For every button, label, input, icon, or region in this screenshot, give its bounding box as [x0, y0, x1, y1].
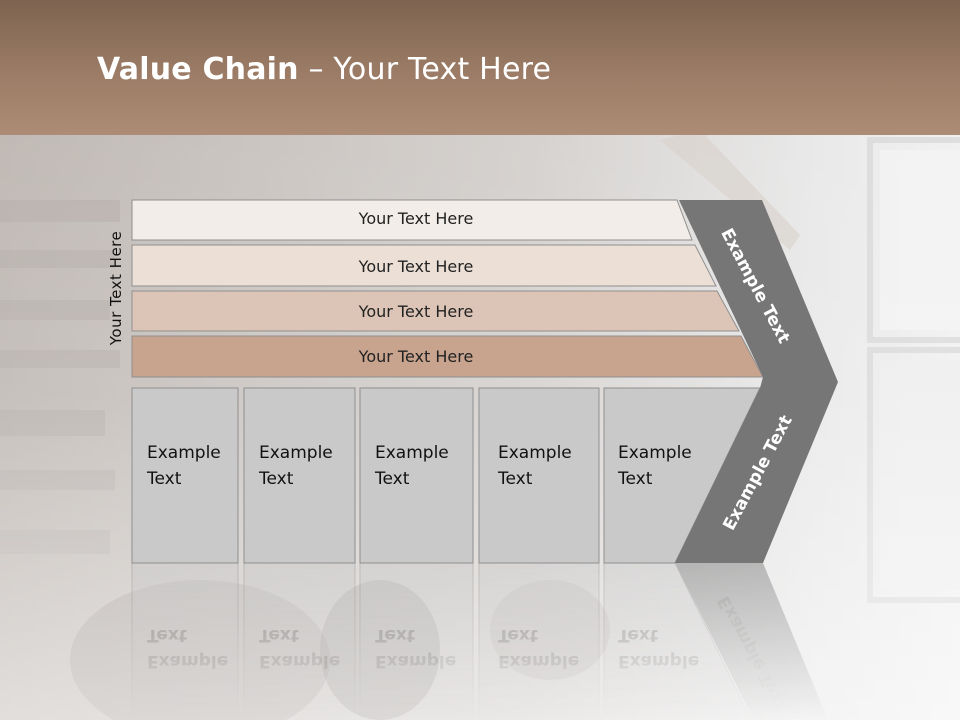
- reflection-box: [243, 562, 356, 720]
- activity-box-line1: Example: [498, 443, 572, 463]
- activity-box-line1: Example: [147, 443, 221, 463]
- reflection-text: Text: [618, 625, 658, 645]
- support-bar: Your Text Here: [131, 335, 764, 378]
- activity-box: Example Text: [603, 387, 761, 564]
- reflection-text: Text: [259, 625, 299, 645]
- reflection-text: Text: [147, 625, 187, 645]
- support-bar: Your Text Here: [131, 199, 693, 241]
- activity-box: Example Text: [478, 387, 600, 564]
- support-bar-label: Your Text Here: [358, 302, 474, 321]
- support-bar-label: Your Text Here: [358, 209, 474, 228]
- activity-box-line1: Example: [618, 443, 692, 463]
- activity-box-line1: Example: [259, 443, 333, 463]
- activity-box-line2: Text: [258, 469, 294, 489]
- reflection-text: Example: [618, 651, 699, 671]
- support-bar-label: Your Text Here: [358, 257, 474, 276]
- support-bar: Your Text Here: [131, 290, 740, 332]
- activity-box-shape: [359, 387, 474, 564]
- support-bar-shape: [131, 290, 740, 332]
- reflection-text: Text: [498, 625, 538, 645]
- reflection-text: Text: [375, 625, 415, 645]
- support-bar-shape: [131, 199, 693, 241]
- reflection-chevron: [675, 563, 829, 720]
- reflection-text: Example: [147, 651, 228, 671]
- activity-box: Example Text: [359, 387, 474, 564]
- reflection-text: Example: [259, 651, 340, 671]
- title-bold: Value Chain: [97, 52, 299, 87]
- activity-box-line1: Example: [375, 443, 449, 463]
- title-rest: – Your Text Here: [298, 52, 552, 87]
- activity-box-line2: Text: [617, 469, 653, 489]
- support-bar: Your Text Here: [131, 244, 717, 287]
- activity-box-shape: [478, 387, 600, 564]
- slide-title: Value Chain – Your Text Here: [97, 52, 551, 87]
- activity-box: Example Text: [243, 387, 356, 564]
- activity-box-line2: Text: [374, 469, 410, 489]
- title-band: [0, 0, 960, 135]
- reflection-box: [359, 562, 474, 720]
- activity-box-line2: Text: [146, 469, 182, 489]
- activity-box-shape: [243, 387, 356, 564]
- reflection: Example Text Example Text Example Text E…: [131, 562, 829, 720]
- reflection-text: Example: [498, 651, 579, 671]
- reflection-box: [478, 562, 600, 720]
- activity-box: Example Text: [131, 387, 239, 564]
- support-bar-shape: [131, 244, 717, 287]
- margin-chevron-shape: [675, 200, 838, 563]
- reflection-text: Example: [375, 651, 456, 671]
- activity-box-line2: Text: [497, 469, 533, 489]
- reflection-box: [131, 562, 239, 720]
- activity-box-shape: [131, 387, 239, 564]
- support-bar-label: Your Text Here: [358, 347, 474, 366]
